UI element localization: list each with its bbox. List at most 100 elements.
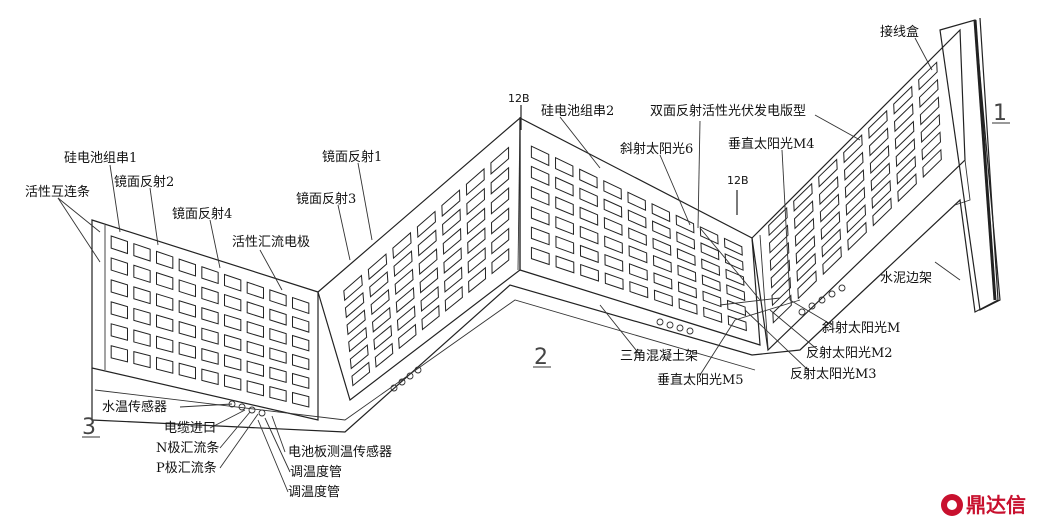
solar-cell	[652, 254, 672, 273]
solar-cell	[678, 298, 698, 315]
solar-cell	[269, 347, 287, 364]
label-cable-inlet: 电缆进口	[164, 420, 216, 436]
solar-cell	[676, 247, 696, 266]
solar-cell	[724, 253, 744, 271]
solar-cell	[846, 204, 866, 234]
solar-cell	[367, 253, 388, 281]
label-reflect-sun-m3: 反射太阳光M3	[790, 366, 877, 382]
solar-cell	[921, 131, 941, 161]
label-bifacial-panel: 双面反射活性光伏发电版型	[650, 103, 806, 119]
solar-cell	[441, 189, 461, 218]
solar-cell	[246, 380, 264, 397]
solar-cell	[292, 334, 310, 352]
solar-cell	[370, 288, 390, 316]
solar-cell	[627, 209, 647, 229]
solar-cell	[110, 323, 128, 341]
solar-cell	[794, 200, 814, 230]
solar-cell	[178, 258, 196, 277]
solar-cell	[467, 227, 486, 255]
solar-cell	[224, 313, 242, 332]
solar-cell	[701, 274, 721, 292]
solar-cell	[872, 197, 892, 227]
solar-cell	[292, 391, 310, 408]
solar-cell	[133, 264, 151, 283]
solar-cell	[156, 335, 174, 353]
label-water-temp-sensor: 水温传感器	[102, 399, 167, 415]
solar-cell	[919, 78, 939, 109]
solar-cell	[491, 227, 510, 255]
solar-cell	[269, 308, 287, 326]
label-temp-tube-2: 调温度管	[288, 484, 340, 500]
solar-cell	[110, 257, 128, 276]
solar-cell	[133, 286, 151, 305]
solar-cell	[444, 266, 463, 293]
label-reflect-sun-m2: 反射太阳光M2	[806, 345, 893, 361]
solar-cell	[369, 271, 389, 298]
solar-cell	[421, 304, 440, 331]
solar-cell	[466, 187, 485, 216]
solar-cell	[246, 360, 264, 377]
solar-cell	[133, 329, 151, 347]
solar-cell	[795, 235, 816, 265]
solar-cell	[797, 270, 817, 300]
solar-cell	[555, 255, 575, 274]
solar-cell	[110, 235, 128, 255]
label-oblique-sun-6: 斜射太阳光6	[620, 141, 693, 157]
solar-cell	[346, 309, 366, 336]
solar-cell	[869, 144, 890, 175]
solar-cell	[490, 186, 510, 215]
cell-grid-panel-3	[530, 145, 747, 332]
solar-cell	[156, 356, 174, 374]
solar-cell	[847, 221, 867, 251]
solar-cell	[110, 279, 128, 298]
solar-cell	[603, 198, 623, 218]
solar-cell	[156, 293, 174, 312]
cell-grid-panel-4	[768, 61, 942, 324]
solar-cell	[418, 248, 438, 276]
solar-cell	[604, 235, 623, 254]
solar-cell	[201, 307, 219, 325]
solar-cell	[726, 299, 747, 317]
solar-cell	[133, 350, 151, 369]
solar-cell	[628, 245, 648, 264]
watermark-logo: 鼎达信	[941, 493, 1026, 517]
solar-cell	[398, 323, 417, 350]
label-oblique-sun-m: 斜射太阳光M	[822, 320, 900, 336]
solar-cell	[490, 166, 510, 195]
label-n-busbar: N极汇流条	[156, 440, 219, 456]
solar-cell	[893, 85, 913, 115]
solar-cell	[699, 226, 719, 245]
solar-cell	[292, 296, 310, 315]
solar-cell	[579, 244, 599, 264]
solar-cell	[675, 214, 695, 234]
solar-cell	[133, 307, 151, 326]
ref-numeral-3: 3	[82, 415, 96, 440]
solar-cell	[156, 271, 174, 291]
solar-cell	[374, 342, 394, 368]
solar-cell	[269, 366, 287, 383]
solar-cell	[530, 145, 550, 167]
solar-cell	[919, 96, 940, 126]
solar-cell	[769, 224, 789, 254]
solar-cell	[723, 237, 743, 256]
solar-cell	[700, 242, 720, 261]
solar-cell	[653, 289, 673, 307]
solar-cell	[292, 353, 310, 371]
solar-cell	[845, 186, 866, 216]
solar-cell	[579, 206, 599, 226]
solar-cell	[769, 241, 790, 272]
solar-cell	[224, 293, 242, 312]
solar-cell	[491, 207, 510, 235]
solar-cell	[652, 237, 672, 256]
label-12b-right: 12B	[727, 174, 749, 187]
leader-lines	[57, 37, 1010, 493]
solar-cell	[417, 229, 437, 257]
label-p-busbar: P极汇流条	[156, 460, 217, 476]
solar-cell	[821, 228, 841, 258]
solar-cell	[703, 306, 723, 323]
solar-cell	[895, 137, 916, 168]
solar-cell	[490, 146, 510, 175]
label-mirror-1: 镜面反射1	[322, 149, 382, 165]
solar-cell	[579, 168, 598, 189]
